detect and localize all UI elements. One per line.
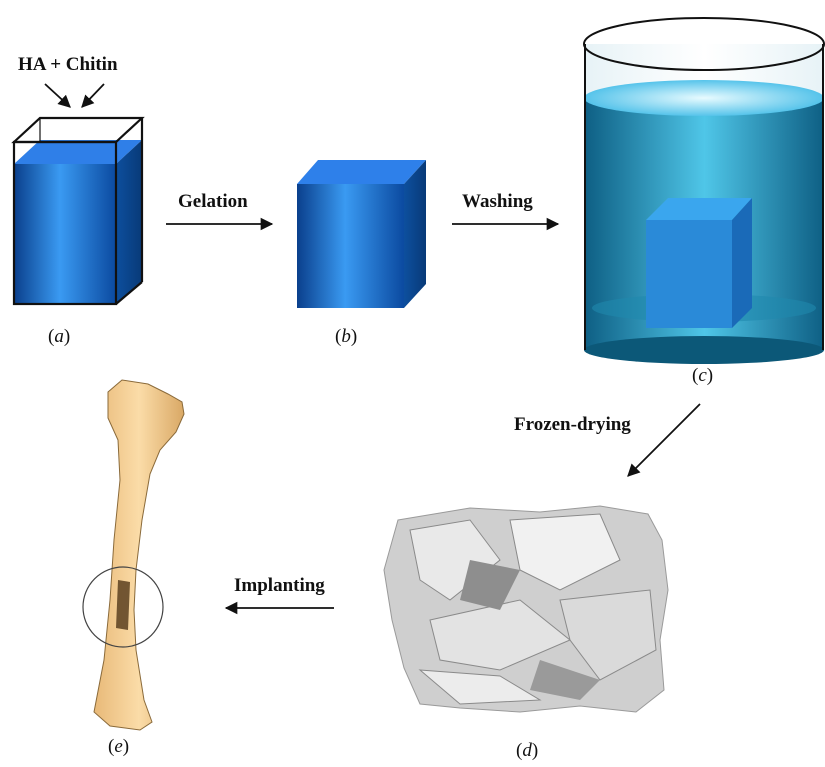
panel-e-bone: (e) (83, 380, 184, 757)
cube-side-face (404, 160, 426, 308)
input-arrow-right (82, 84, 104, 107)
arrow-frozen-drying (628, 404, 700, 476)
water-surface (584, 80, 824, 116)
panel-label-d: (d) (516, 740, 538, 761)
cube-top-face (297, 160, 426, 184)
panel-a-container: HA + Chitin (a) (14, 54, 142, 347)
panel-label-b: (b) (335, 326, 357, 347)
liquid-front-face (14, 164, 116, 304)
step-implanting: Implanting (234, 575, 325, 596)
submerged-cube-side (732, 198, 752, 328)
cube-front-face (297, 184, 404, 308)
input-arrow-left (45, 84, 70, 107)
implant-site (116, 580, 130, 630)
panel-b-gel-cube: (b) (297, 160, 426, 347)
bone-icon (94, 380, 184, 730)
step-frozen-drying: Frozen-drying (514, 414, 631, 435)
panel-label-e: (e) (108, 736, 129, 757)
panel-label-c: (c) (692, 365, 713, 386)
step-washing: Washing (462, 191, 533, 212)
panel-label-a: (a) (48, 326, 70, 347)
top-label: HA + Chitin (18, 54, 118, 75)
liquid-side-face (116, 140, 142, 304)
panel-d-scaffold: (d) (384, 506, 668, 761)
submerged-cube-front (646, 220, 732, 328)
panel-c-washing-bath: (c) (584, 18, 824, 386)
step-gelation: Gelation (178, 191, 248, 212)
water-bottom (584, 336, 824, 364)
